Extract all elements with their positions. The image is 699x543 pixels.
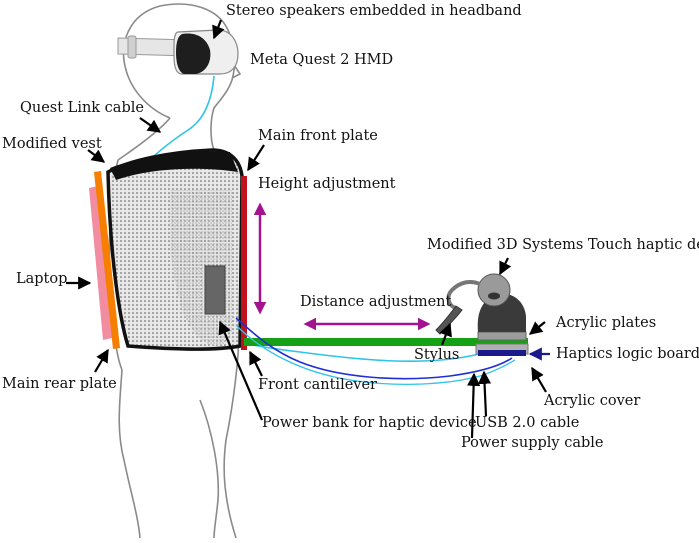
front-cantilever (244, 338, 528, 346)
label-power-bank: Power bank for haptic device (262, 415, 477, 431)
laptop (89, 186, 112, 340)
arrow-power-bank (218, 320, 264, 421)
arrow-speakers (212, 19, 225, 40)
power-cable-line (235, 324, 516, 385)
label-usb-cable: USB 2.0 cable (475, 415, 579, 431)
stylus-shape (435, 305, 463, 335)
arrow-vest (87, 149, 106, 163)
arrow-power-supply (467, 372, 481, 439)
label-main-front-plate: Main front plate (258, 128, 378, 144)
hmd-group (117, 29, 239, 75)
haptic-device (435, 273, 529, 356)
label-acrylic-cover: Acrylic cover (543, 393, 640, 409)
arrow-cantilever (249, 350, 263, 377)
main-front-plate (241, 176, 247, 350)
arrow-usb (477, 370, 492, 417)
power-bank (204, 265, 226, 315)
arrow-acrylic-plates (528, 321, 546, 335)
arrow-quest-link (139, 117, 162, 133)
modified-vest (106, 148, 244, 351)
label-quest-link: Quest Link cable (20, 100, 144, 116)
arrow-acrylic-cover (531, 366, 547, 393)
acrylic-plates-shape (477, 331, 527, 341)
label-main-rear-plate: Main rear plate (2, 376, 117, 392)
label-stylus: Stylus (414, 347, 459, 363)
label-distance-adjustment: Distance adjustment (300, 294, 452, 310)
strap-buckle (127, 35, 137, 59)
arrow-stylus (439, 322, 452, 346)
arrow-front-plate (247, 144, 265, 172)
label-power-supply-cable: Power supply cable (461, 435, 603, 451)
haptics-logic-board (478, 350, 526, 356)
label-acrylic-plates: Acrylic plates (555, 315, 656, 331)
label-modified-vest: Modified vest (2, 136, 102, 152)
label-haptic-device: Modified 3D Systems Touch haptic device (427, 237, 699, 253)
label-height-adjustment: Height adjustment (258, 176, 396, 192)
usb-cable-line (235, 317, 513, 380)
device-gimbal-sphere (477, 273, 511, 307)
label-front-cantilever: Front cantilever (258, 377, 377, 393)
main-rear-plate (94, 171, 120, 349)
arrow-rear-plate (94, 348, 109, 373)
label-stereo-speakers: Stereo speakers embedded in headband (226, 3, 522, 19)
arrow-haptic-device (499, 257, 512, 276)
label-hmd: Meta Quest 2 HMD (250, 52, 393, 68)
label-laptop: Laptop (16, 271, 67, 287)
label-haptics-logic-board: Haptics logic board (556, 346, 699, 362)
device-arm (446, 280, 481, 310)
vest-shoulder-strap (110, 151, 238, 180)
leader-arrows (66, 19, 547, 439)
hmd-speaker-band (176, 33, 211, 74)
